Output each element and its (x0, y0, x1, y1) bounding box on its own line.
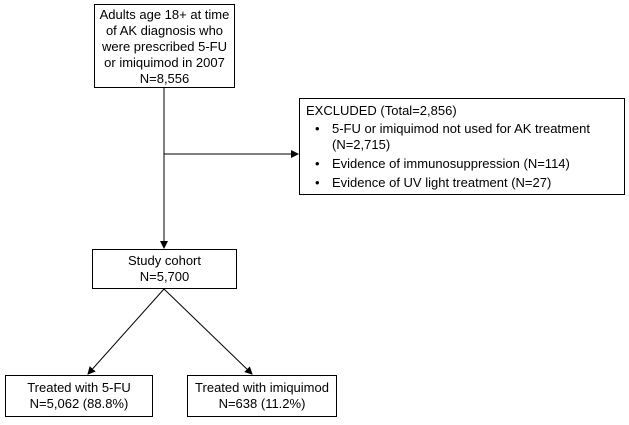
bullet-icon: • (315, 156, 320, 171)
cohort-count: N=5,700 (139, 269, 190, 284)
exclusion-item: • Evidence of UV light treatment (N=27) (306, 175, 618, 191)
study-cohort-box: Study cohort N=5,700 (92, 249, 237, 289)
start-line-1: Adults age 18+ at time (99, 7, 230, 22)
exclusion-item: • Evidence of immunosuppression (N=114) (306, 156, 618, 172)
bullet-icon: • (315, 121, 320, 136)
treated-imiquimod-count: N=638 (11.2%) (218, 396, 306, 411)
treated-imiquimod-label: Treated with imiquimod (195, 380, 329, 395)
exclusion-item-text: Evidence of immunosuppression (N=114) (332, 156, 570, 171)
start-line-2: of AK diagnosis who (105, 23, 224, 38)
exclusion-item-text: Evidence of UV light treatment (N=27) (332, 175, 552, 190)
start-line-3: were prescribed 5-FU (102, 39, 227, 54)
bullet-icon: • (315, 175, 320, 190)
excluded-title: EXCLUDED (Total=2,856) (306, 103, 457, 118)
treated-5fu-box: Treated with 5-FU N=5,062 (88.8%) (5, 375, 153, 417)
cohort-to-imiquimod-arrow (163, 288, 253, 375)
treated-5fu-label: Treated with 5-FU (27, 380, 131, 395)
start-line-4: or imiquimod in 2007 (104, 55, 225, 70)
cohort-label: Study cohort (128, 253, 201, 268)
exclusion-item-text: 5-FU or imiquimod not used for AK treatm… (332, 121, 590, 136)
exclusion-list: • 5-FU or imiquimod not used for AK trea… (306, 121, 618, 191)
exclusion-item: • 5-FU or imiquimod not used for AK trea… (306, 121, 618, 153)
excluded-box: EXCLUDED (Total=2,856) • 5-FU or imiquim… (299, 98, 625, 195)
eligible-population-box: Adults age 18+ at time of AK diagnosis w… (94, 4, 235, 88)
treated-5fu-count: N=5,062 (88.8%) (29, 396, 129, 411)
cohort-to-5fu-arrow (87, 288, 165, 375)
exclusion-item-count: (N=2,715) (332, 137, 391, 152)
start-count: N=8,556 (139, 71, 190, 86)
treated-imiquimod-box: Treated with imiquimod N=638 (11.2%) (187, 375, 337, 417)
